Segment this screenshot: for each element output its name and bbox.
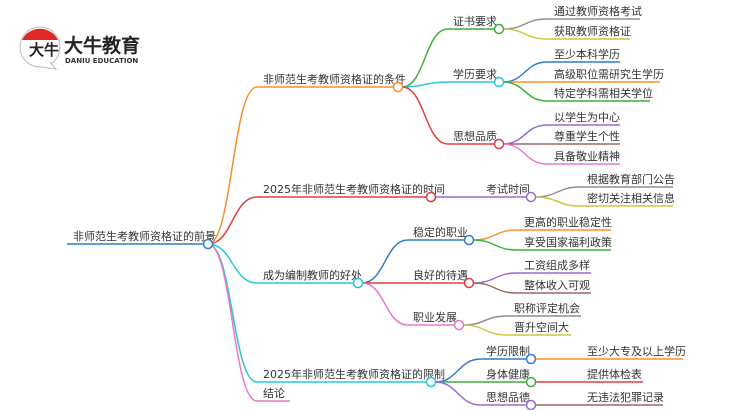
root-node-icon <box>202 238 214 250</box>
subtopic-node-icon <box>453 319 465 331</box>
leaf-topic: 至少大专及以上学历 <box>587 344 686 358</box>
subtopic: 稳定的职业 <box>413 225 468 239</box>
leaf-topic: 晋升空间大 <box>514 320 569 334</box>
leaf-topic: 特定学科需相关学位 <box>554 86 653 100</box>
branch-node-icon <box>392 81 404 93</box>
subtopic: 证书要求 <box>453 15 497 28</box>
subtopic-node-icon <box>493 23 505 35</box>
leaf-topic: 根据教育部门公告 <box>587 172 675 186</box>
leaf-connector <box>462 315 508 326</box>
subtopic-node-icon <box>493 138 505 150</box>
leaf-connector <box>502 18 548 30</box>
leaf-topic: 获取教师资格证 <box>554 24 631 38</box>
subtopic-connector <box>401 28 449 88</box>
leaf-topic: 享受国家福利政策 <box>524 235 612 249</box>
subtopic-connector <box>361 239 409 284</box>
leaf-connector <box>502 61 548 83</box>
leaf-topic: 以学生为中心 <box>554 110 620 124</box>
leaf-connector <box>502 28 548 40</box>
subtopic-node-icon <box>525 191 537 203</box>
leaf-connector <box>534 196 581 207</box>
subtopic: 学历要求 <box>453 67 497 81</box>
leaf-connector <box>534 186 581 198</box>
subtopic-node-icon <box>525 399 537 410</box>
logo: 大牛 大牛教育 DANIU EDUCATION <box>19 26 140 70</box>
leaf-topic: 密切关注相关信息 <box>587 191 675 205</box>
branch-topic: 非师范生考教师资格证的条件 <box>263 72 406 86</box>
logo-red-cap-icon <box>22 28 58 40</box>
logo-name: 大牛教育 <box>64 34 140 57</box>
leaf-topic: 更高的职业稳定性 <box>524 215 612 229</box>
subtopic-connector <box>434 381 482 406</box>
leaf-connector <box>502 143 548 165</box>
subtopic: 思想品质 <box>453 129 497 143</box>
logo-bubble-tail-icon <box>39 61 58 70</box>
logo-subtitle: DANIU EDUCATION <box>65 57 138 65</box>
leaf-connector <box>462 324 508 336</box>
subtopic-node-icon <box>463 277 475 289</box>
leaf-topic: 职称评定机会 <box>514 301 580 315</box>
branch-connector <box>207 86 258 245</box>
leaf-topic: 高级职位需研究生学历 <box>554 67 664 81</box>
subtopic: 考试时间 <box>486 183 530 196</box>
leaf-topic: 无违法犯罪记录 <box>587 390 664 404</box>
subtopic: 思想品德 <box>486 390 530 404</box>
subtopic-connector <box>361 282 409 326</box>
leaf-topic: 具备敬业精神 <box>554 149 620 163</box>
branch-connector <box>207 243 258 402</box>
subtopic: 学历限制 <box>486 344 530 358</box>
leaf-topic: 通过教师资格考试 <box>554 4 642 18</box>
leaf-connector <box>472 272 518 284</box>
branch-topic: 结论 <box>263 386 285 400</box>
subtopic-connector <box>401 81 449 88</box>
leaf-topic: 尊重学生个性 <box>554 129 620 143</box>
branch-node-icon <box>425 376 437 388</box>
leaf-topic: 工资组成多样 <box>524 258 590 272</box>
subtopic-node-icon <box>525 376 537 388</box>
subtopic-node-icon <box>493 76 505 88</box>
leaf-topic: 至少本科学历 <box>554 47 620 61</box>
leaf-connector <box>472 239 518 251</box>
leaf-connector <box>502 81 548 102</box>
subtopic: 职业发展 <box>413 310 457 324</box>
branch-node-icon <box>425 191 437 203</box>
leaf-connector <box>472 229 518 241</box>
subtopic-connector <box>401 86 449 145</box>
subtopic: 良好的待遇 <box>413 268 468 282</box>
leaf-topic: 提供体检表 <box>587 367 642 381</box>
leaf-topic: 整体收入可观 <box>524 278 590 292</box>
branch-node-icon <box>352 277 364 289</box>
branch-connector <box>207 196 258 245</box>
root-topic: 非师范生考教师资格证的前景 <box>73 229 216 243</box>
subtopic: 身体健康 <box>486 367 530 381</box>
branch-topic: 2025年非师范生考教师资格证的限制 <box>263 367 445 381</box>
branch-topic: 成为编制教师的好处 <box>263 268 362 282</box>
leaf-connector <box>502 124 548 145</box>
leaf-connector <box>472 282 518 294</box>
subtopic-node-icon <box>525 353 537 365</box>
branch-connector <box>207 243 258 284</box>
logo-mark: 大牛 <box>29 41 59 59</box>
branch-topic: 2025年非师范生考教师资格证的时间 <box>263 182 445 196</box>
subtopic-node-icon <box>463 234 475 246</box>
